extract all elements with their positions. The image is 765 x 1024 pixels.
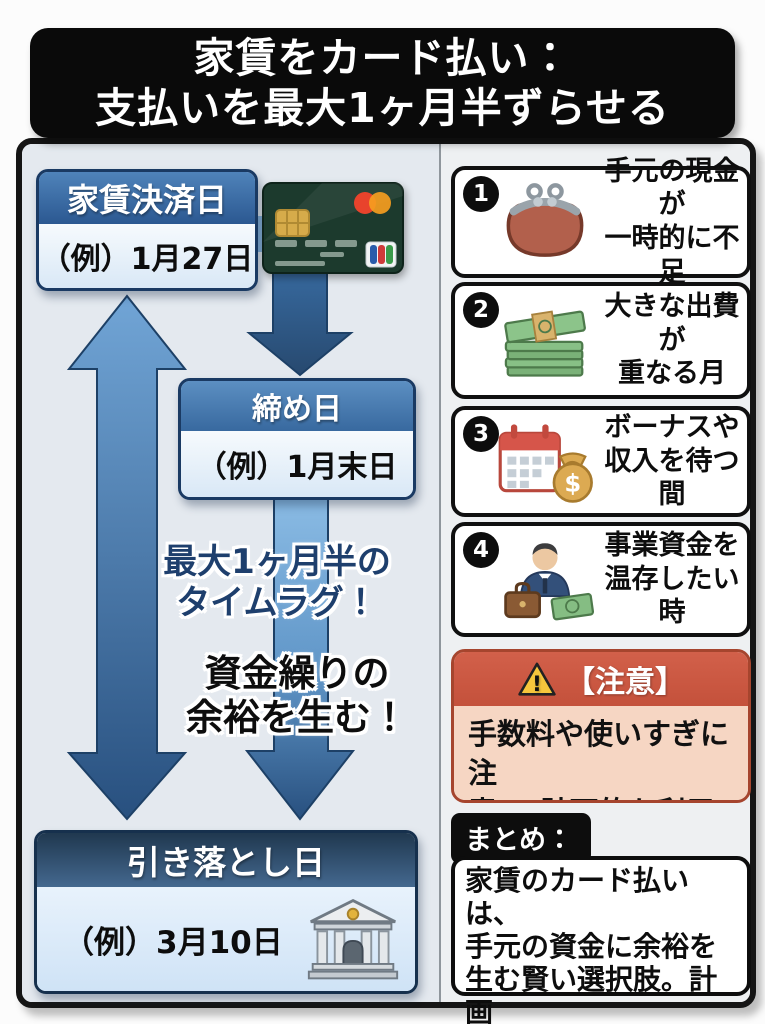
reason-4-line1: 事業資金を: [604, 529, 740, 561]
timelag-line2: タイムラグ！: [176, 582, 378, 623]
summary-label: まとめ：: [451, 813, 591, 864]
timelag-subline: 資金繰りの 余裕を生む！: [134, 652, 460, 741]
arrow-closing-to-withdrawal: [244, 498, 356, 821]
number-badge-2: 2: [463, 292, 499, 328]
payment-date-title: 家賃決済日: [39, 172, 255, 224]
title-line1: 家賃をカード払い：: [193, 33, 572, 82]
timelag-headline: 最大1ヶ月半の タイムラグ！: [114, 542, 440, 624]
reason-1-line1: 手元の現金が: [604, 155, 740, 221]
title-banner: 家賃をカード払い： 支払いを最大1ヶ月半ずらせる: [30, 28, 735, 138]
dollar-sign: $: [564, 469, 581, 497]
warning-title: 【注意】: [565, 665, 685, 700]
calendar-moneybag-icon: $: [489, 419, 601, 505]
summary-box: 家賃のカード払いは、 手元の資金に余裕を 生む賢い選択肢。計画 的な利用を！: [451, 856, 751, 1024]
warning-box: ! 【注意】 手数料や使いすぎに注 意。 計画的な利用を！: [451, 649, 751, 803]
summary-line1: 家賃のカード払いは、: [465, 864, 690, 931]
arrow-card-to-closing: [246, 270, 354, 377]
closing-date-box: 締め日 （例）1月末日: [178, 378, 416, 500]
reason-item-2: 2: [451, 282, 751, 399]
businessman-icon: [489, 537, 601, 623]
exclamation-mark: !: [532, 671, 542, 696]
timelag-line3: 資金繰りの: [204, 652, 390, 695]
reason-item-4: 4: [451, 522, 751, 637]
withdrawal-date-example: （例）3月10日: [63, 924, 283, 961]
title-line2: 支払いを最大1ヶ月半ずらせる: [95, 84, 670, 132]
reason-2-line2: 重なる月: [618, 358, 726, 390]
warning-line1: 手数料や使いすぎに注: [468, 717, 730, 791]
timelag-line4: 余裕を生む！: [186, 696, 408, 740]
closing-date-example: （例）1月末日: [181, 431, 413, 497]
withdrawal-date-title: 引き落とし日: [37, 833, 415, 887]
summary-line2: 手元の資金に余裕を: [465, 930, 718, 964]
warning-line2: 意。 計画的な利用を！: [468, 793, 734, 800]
flowchart-panel: 家賃決済日 （例）1月27日: [22, 144, 439, 1002]
money-stack-icon: [489, 301, 601, 381]
payment-date-box: 家賃決済日 （例）1月27日: [36, 169, 258, 291]
reason-3-line2: 収入を待つ間: [604, 445, 740, 511]
number-badge-3: 3: [463, 416, 499, 452]
payment-date-example: （例）1月27日: [39, 224, 255, 288]
reason-3-line1: ボーナスや: [604, 411, 740, 443]
reason-item-3: 3 $: [451, 406, 751, 517]
reason-1-line2: 一時的に不足: [604, 223, 740, 288]
content-container: 家賃決済日 （例）1月27日: [16, 138, 756, 1024]
timelag-line1: 最大1ヶ月半の: [163, 542, 391, 582]
reason-item-1: 1 手元の現金が 一時的に不足: [451, 156, 751, 288]
credit-card-icon: [262, 182, 404, 274]
closing-date-title: 締め日: [181, 381, 413, 431]
withdrawal-date-box: 引き落とし日 （例）3月10日: [34, 830, 418, 994]
timeline-double-arrow: [66, 294, 188, 821]
bank-icon: [307, 898, 399, 980]
warning-triangle-icon: !: [518, 662, 556, 696]
summary-line3: 生む賢い選択肢。計画: [465, 963, 718, 1024]
panel-divider: [439, 144, 441, 1002]
coin-purse-icon: [489, 180, 601, 264]
reasons-panel: 1 手元の現金が 一時的に不足: [441, 144, 751, 1024]
reason-2-line1: 大きな出費が: [604, 290, 740, 356]
reason-4-line2: 温存したい時: [604, 563, 740, 629]
number-badge-1: 1: [463, 176, 499, 212]
number-badge-4: 4: [463, 532, 499, 568]
flow-arrows: [66, 216, 356, 821]
